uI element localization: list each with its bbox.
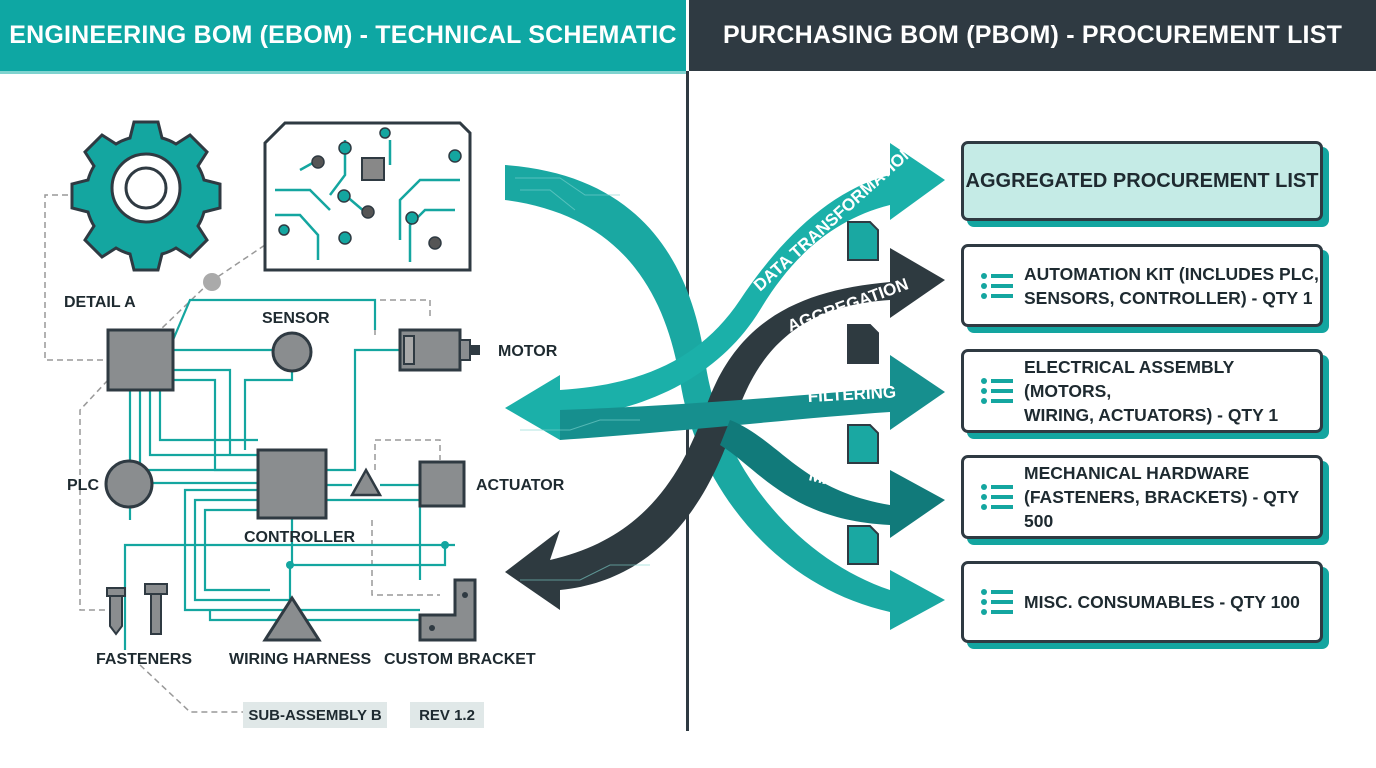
flow-arrow-consumables xyxy=(505,165,945,630)
dashed-leaders xyxy=(44,194,441,713)
procurement-item[interactable]: MISC. CONSUMABLES - QTY 100 xyxy=(961,561,1323,643)
label-controller: CONTROLLER xyxy=(244,529,356,546)
revision-tag: REV 1.2 xyxy=(410,702,484,728)
label-detail-a: DETAIL A xyxy=(64,294,136,311)
controller-icon xyxy=(256,448,328,520)
item-line2: SENSORS, CONTROLLER) - QTY 1 xyxy=(1024,287,1313,308)
list-icon xyxy=(981,589,1013,615)
label-actuator: ACTUATOR xyxy=(476,477,565,494)
label-motor: MOTOR xyxy=(498,343,558,360)
list-icon xyxy=(981,378,1013,404)
item-line1: ELECTRICAL ASSEMBLY (MOTORS, xyxy=(1024,357,1235,401)
procurement-item[interactable]: AUTOMATION KIT (INCLUDES PLC, SENSORS, CO… xyxy=(961,244,1323,327)
flow-arrow-filtering xyxy=(560,355,945,440)
item-line1: MISC. CONSUMABLES - QTY 100 xyxy=(1024,592,1300,612)
document-icon xyxy=(847,221,879,261)
label-custom-bracket: CUSTOM BRACKET xyxy=(384,651,536,668)
document-icon xyxy=(847,324,879,364)
procurement-item[interactable]: ELECTRICAL ASSEMBLY (MOTORS, WIRING, ACTU… xyxy=(961,349,1323,433)
item-text: MECHANICAL HARDWARE (FASTENERS, BRACKETS)… xyxy=(1024,461,1320,533)
sub-assembly-tag: SUB-ASSEMBLY B xyxy=(243,702,387,728)
document-icon xyxy=(847,525,879,565)
label-plc: PLC xyxy=(67,477,99,494)
procurement-title: AGGREGATED PROCUREMENT LIST xyxy=(965,170,1319,192)
list-icon xyxy=(981,484,1013,510)
flow-label-filtering: FILTERING xyxy=(807,382,896,406)
actuator-icon xyxy=(418,460,466,508)
document-icons xyxy=(847,221,879,565)
flow-arrow-mapping xyxy=(720,420,945,538)
detail-a-marker xyxy=(203,273,221,291)
flow-arrows xyxy=(505,143,945,630)
pbom-title: PURCHASING BOM (PBOM) - PROCUREMENT LIST xyxy=(722,21,1343,49)
list-icon xyxy=(981,272,1013,299)
gear-icon xyxy=(70,120,222,272)
document-icon xyxy=(847,424,879,464)
triangle-component xyxy=(349,467,383,497)
motor-icon xyxy=(398,328,480,372)
item-text: MISC. CONSUMABLES - QTY 100 xyxy=(1024,590,1300,614)
item-line1: MECHANICAL HARDWARE xyxy=(1024,463,1250,483)
sensor-icon xyxy=(271,331,313,373)
label-fasteners: FASTENERS xyxy=(96,651,192,668)
ebom-title: ENGINEERING BOM (EBOM) - TECHNICAL SCHEM… xyxy=(9,21,677,49)
item-text: ELECTRICAL ASSEMBLY (MOTORS, WIRING, ACTU… xyxy=(1024,355,1320,427)
custom-bracket-icon xyxy=(418,578,477,642)
flow-arrow-data-transformation xyxy=(505,143,945,440)
flow-arrow-aggregation xyxy=(505,248,945,610)
circuit-board-icon xyxy=(263,121,472,272)
fasteners-icon xyxy=(106,583,168,636)
item-line2: (FASTENERS, BRACKETS) - QTY 500 xyxy=(1024,487,1299,531)
ebom-header: ENGINEERING BOM (EBOM) - TECHNICAL SCHEM… xyxy=(0,0,686,74)
pbom-header: PURCHASING BOM (PBOM) - PROCUREMENT LIST xyxy=(689,0,1376,71)
item-line2: WIRING, ACTUATORS) - QTY 1 xyxy=(1024,405,1279,425)
label-wiring-harness: WIRING HARNESS xyxy=(229,651,372,668)
label-sensor: SENSOR xyxy=(262,310,330,327)
procurement-item[interactable]: MECHANICAL HARDWARE (FASTENERS, BRACKETS)… xyxy=(961,455,1323,539)
item-text: AUTOMATION KIT (INCLUDES PLC, SENSORS, CO… xyxy=(1024,262,1319,310)
item-line1: AUTOMATION KIT (INCLUDES PLC, xyxy=(1024,263,1319,284)
procurement-list-header: AGGREGATED PROCUREMENT LIST xyxy=(961,141,1323,221)
wiring-harness-icon xyxy=(262,595,322,642)
circuit-traces xyxy=(515,177,650,581)
plc-icon xyxy=(104,459,154,509)
detail-a-component xyxy=(106,328,175,392)
